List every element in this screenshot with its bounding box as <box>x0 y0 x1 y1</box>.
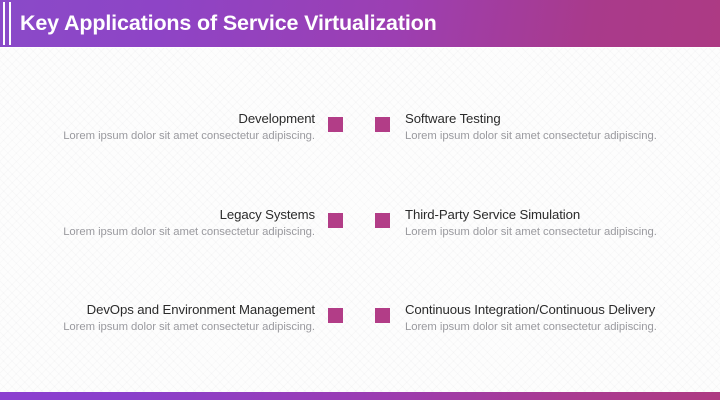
item-description: Lorem ipsum dolor sit amet consectetur a… <box>63 321 315 333</box>
header-accent-line-outer <box>3 2 5 45</box>
slide-footer-bar <box>0 392 720 400</box>
slide-footer-margin <box>0 400 720 405</box>
content-row: Legacy Systems Lorem ipsum dolor sit ame… <box>0 206 720 252</box>
item-description: Lorem ipsum dolor sit amet consectetur a… <box>63 226 315 238</box>
square-marker-icon-left <box>328 213 343 228</box>
item-title: Development <box>238 111 315 126</box>
content-row: Development Lorem ipsum dolor sit amet c… <box>0 110 720 156</box>
application-item-continuous-integration-continuous-delivery[interactable]: Continuous Integration/Continuous Delive… <box>405 301 720 335</box>
item-description: Lorem ipsum dolor sit amet consectetur a… <box>405 321 657 333</box>
item-title: Legacy Systems <box>219 207 315 222</box>
item-title: Continuous Integration/Continuous Delive… <box>405 302 656 317</box>
application-item-third-party-service-simulation[interactable]: Third-Party Service Simulation Lorem ips… <box>405 206 720 240</box>
slide-title: Key Applications of Service Virtualizati… <box>20 11 437 35</box>
square-marker-icon-left <box>328 117 343 132</box>
square-marker-icon-right <box>375 308 390 323</box>
square-marker-icon-left <box>328 308 343 323</box>
application-item-development[interactable]: Development Lorem ipsum dolor sit amet c… <box>0 110 315 144</box>
square-marker-icon-right <box>375 117 390 132</box>
item-title: DevOps and Environment Management <box>86 302 315 317</box>
content-row: DevOps and Environment Management Lorem … <box>0 301 720 347</box>
application-item-software-testing[interactable]: Software Testing Lorem ipsum dolor sit a… <box>405 110 720 144</box>
item-description: Lorem ipsum dolor sit amet consectetur a… <box>405 130 657 142</box>
item-title: Third-Party Service Simulation <box>405 207 581 222</box>
slide-content: Development Lorem ipsum dolor sit amet c… <box>0 48 720 392</box>
header-accent-line-inner <box>9 2 11 45</box>
item-title: Software Testing <box>405 111 501 126</box>
square-marker-icon-right <box>375 213 390 228</box>
application-item-legacy-systems[interactable]: Legacy Systems Lorem ipsum dolor sit ame… <box>0 206 315 240</box>
item-description: Lorem ipsum dolor sit amet consectetur a… <box>405 226 657 238</box>
application-item-devops-and-environment-management[interactable]: DevOps and Environment Management Lorem … <box>0 301 315 335</box>
item-description: Lorem ipsum dolor sit amet consectetur a… <box>63 130 315 142</box>
slide-background-texture <box>0 48 720 392</box>
slide-header-bar: Key Applications of Service Virtualizati… <box>0 0 720 47</box>
